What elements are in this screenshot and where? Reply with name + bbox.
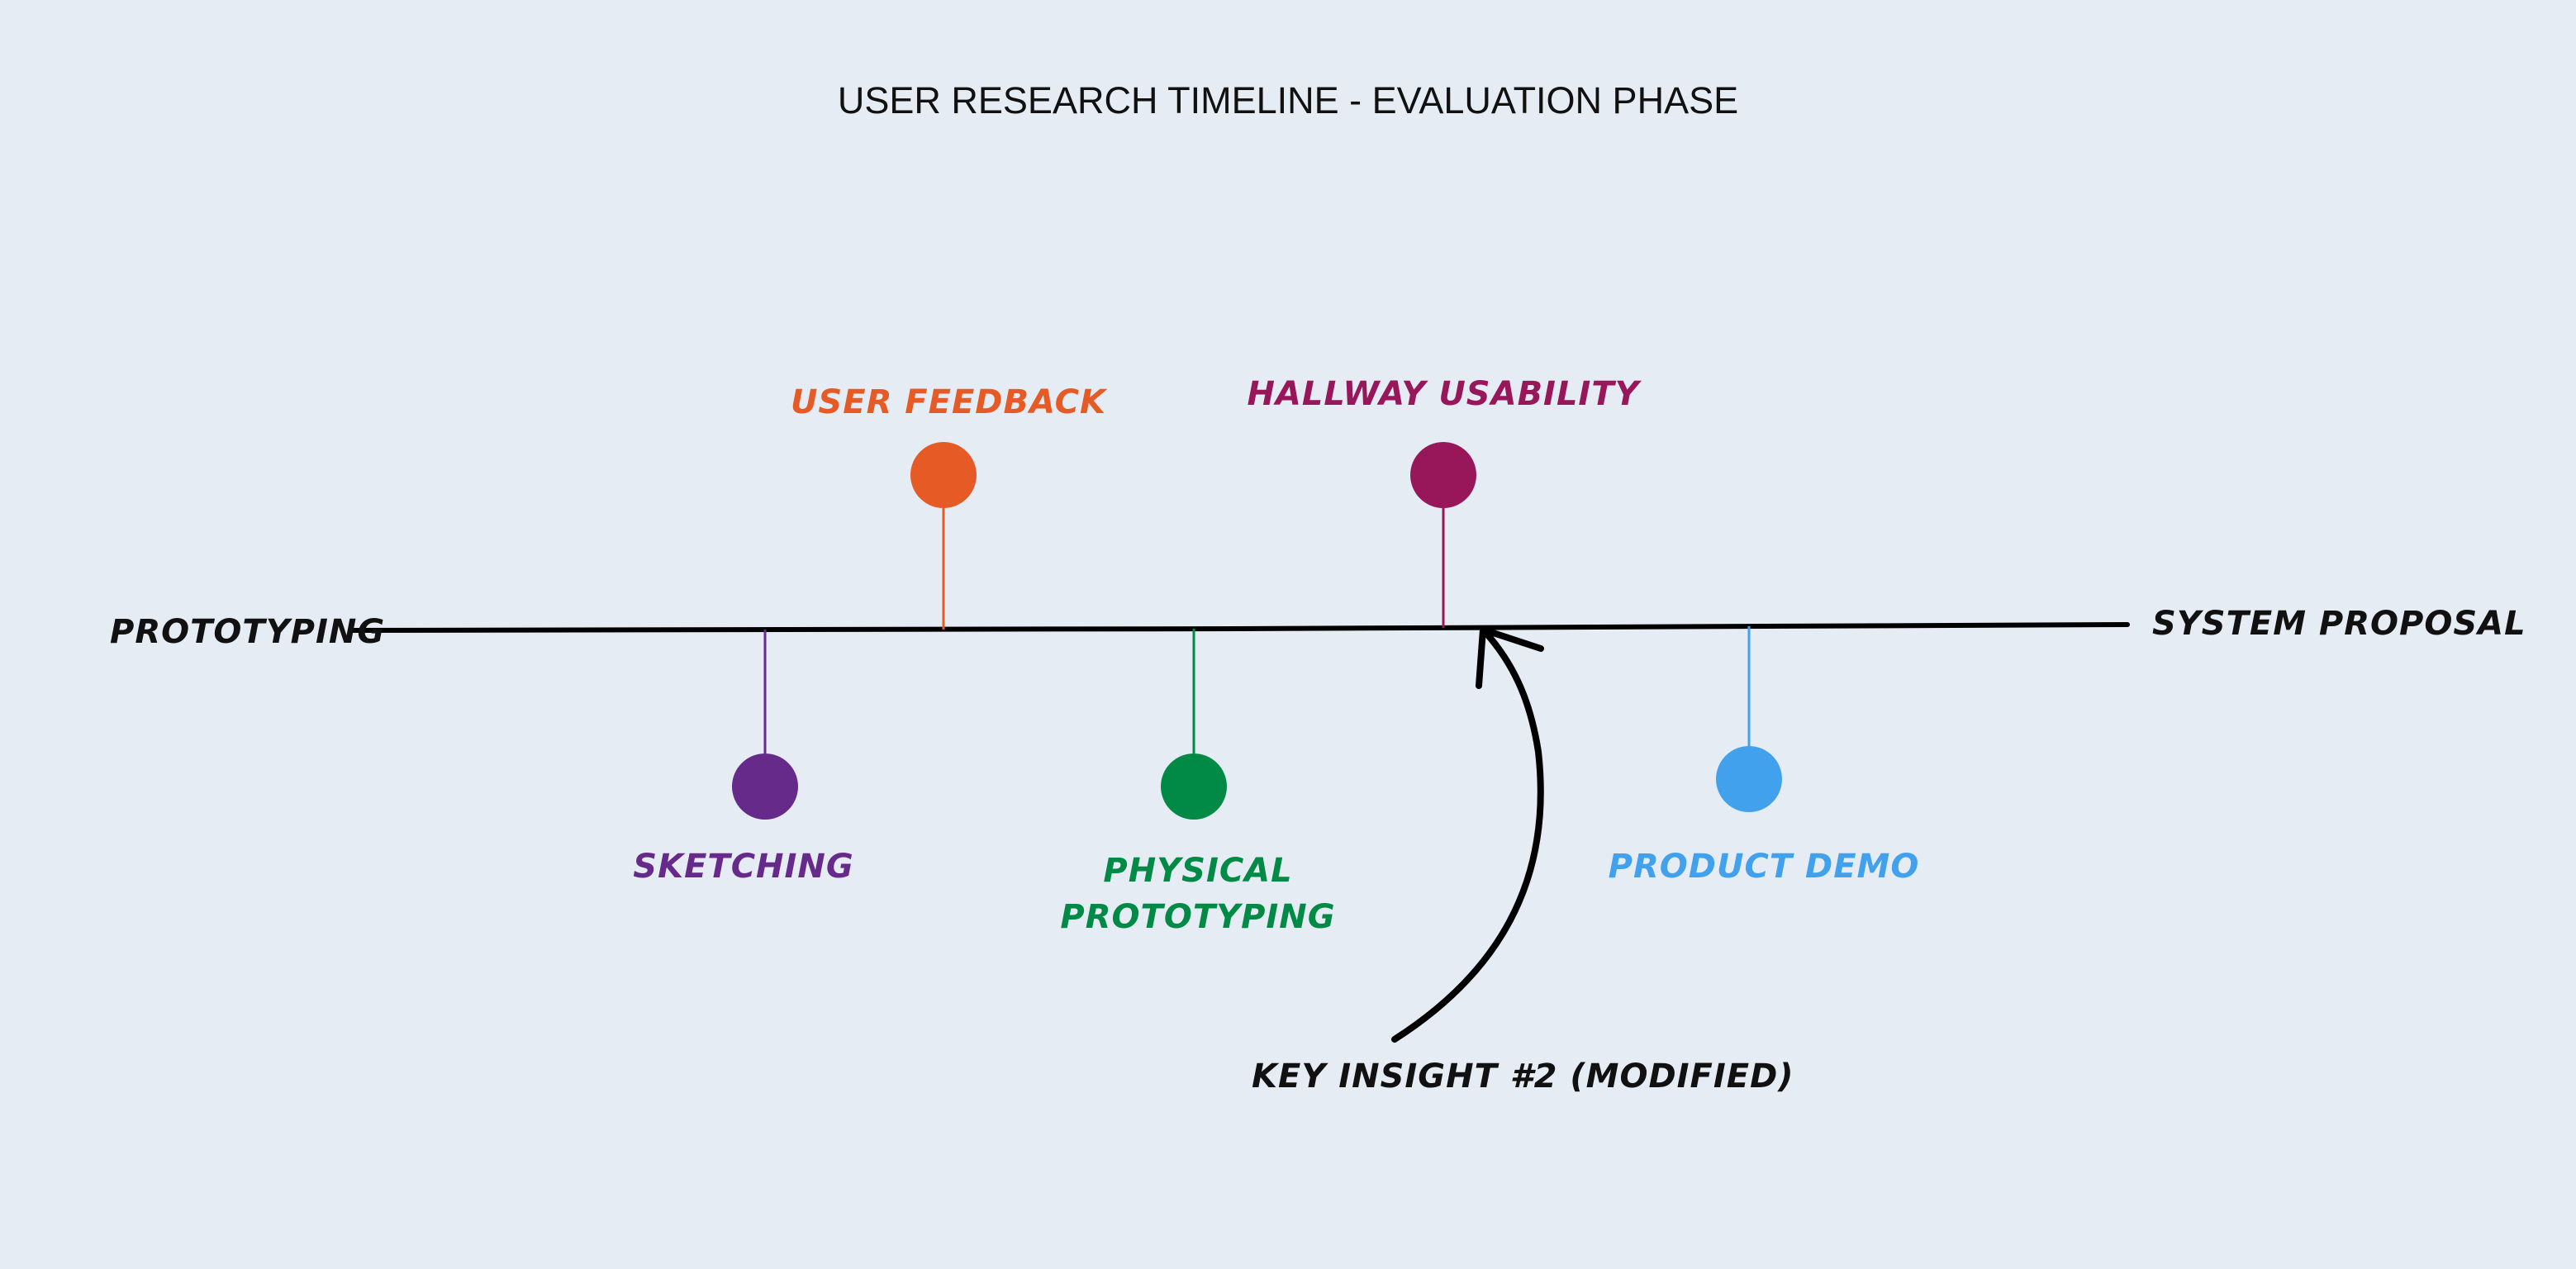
event-label: PHYSICAL PROTOTYPING: [1060, 852, 1335, 936]
event-label-line: SKETCHING: [633, 848, 853, 886]
callout-label: KEY INSIGHT #2 (MODIFIED): [1252, 1058, 1794, 1096]
timeline-events: USER FEEDBACK HALLWAY USABILITY SKETCHING P…: [633, 375, 1920, 936]
timeline-start-label: PROTOTYPING: [110, 613, 385, 651]
callout-arrow: [1391, 626, 1544, 1043]
event-label-line: PHYSICAL: [1103, 852, 1292, 890]
event-marker-dot: [732, 753, 798, 820]
event-marker-dot: [1716, 746, 1782, 812]
event-label-line: HALLWAY USABILITY: [1247, 375, 1642, 413]
key-insight-callout: KEY INSIGHT #2 (MODIFIED): [1252, 626, 1794, 1096]
event-label: SKETCHING: [633, 848, 853, 886]
event-label: HALLWAY USABILITY: [1247, 375, 1642, 413]
event-label-line: PROTOTYPING: [1060, 898, 1335, 936]
timeline-axis-line: [349, 622, 2130, 633]
event-product-demo: PRODUCT DEMO: [1609, 626, 1920, 886]
event-hallway-usability: HALLWAY USABILITY: [1247, 375, 1642, 628]
callout-arrowhead: [1476, 626, 1544, 689]
event-label: PRODUCT DEMO: [1609, 848, 1920, 886]
timeline-end-label: SYSTEM PROPOSAL: [2152, 605, 2526, 643]
event-marker-dot: [1410, 442, 1476, 508]
event-physical-prototyping: PHYSICAL PROTOTYPING: [1060, 629, 1335, 936]
event-label: USER FEEDBACK: [791, 383, 1108, 421]
event-marker-dot: [1161, 753, 1227, 820]
event-marker-dot: [910, 442, 977, 508]
diagram-title: USER RESEARCH TIMELINE - EVALUATION PHAS…: [838, 79, 1738, 121]
event-label-line: PRODUCT DEMO: [1609, 848, 1920, 886]
event-label-line: USER FEEDBACK: [791, 383, 1108, 421]
event-sketching: SKETCHING: [633, 630, 853, 886]
event-user-feedback: USER FEEDBACK: [791, 383, 1108, 630]
